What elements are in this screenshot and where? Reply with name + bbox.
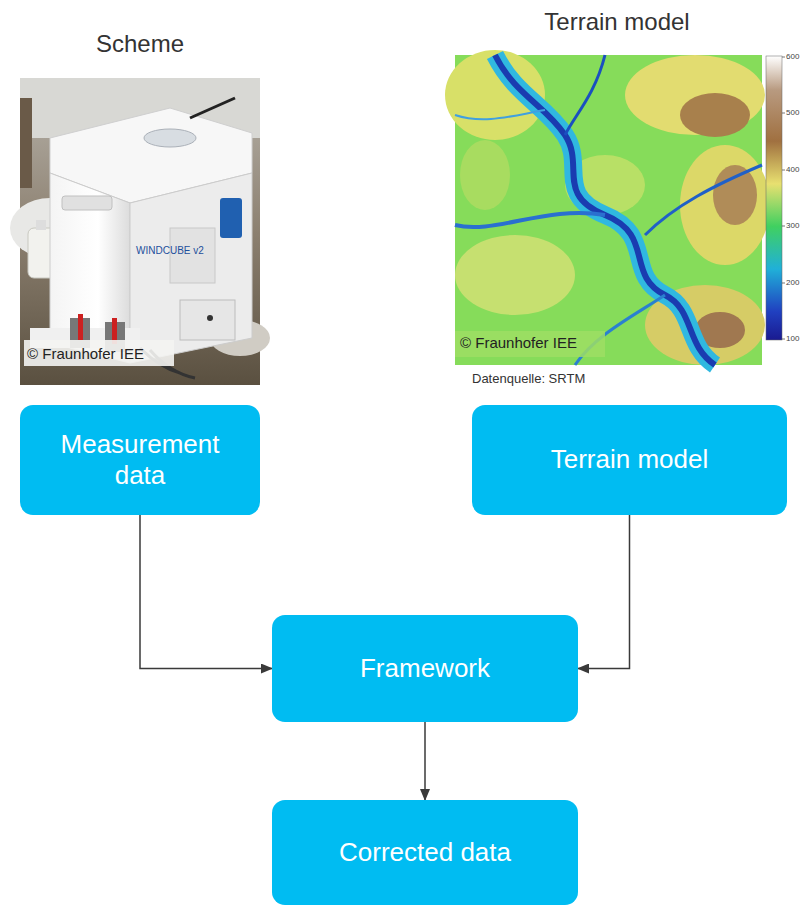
flow-arrow: [578, 515, 630, 669]
box-text: Corrected data: [339, 837, 511, 868]
colorbar-tick: 100: [786, 334, 799, 343]
copyright-note: © Fraunhofer IEE: [27, 345, 144, 362]
colorbar-ticks: [782, 57, 785, 339]
colorbar-tick: 400: [786, 165, 799, 174]
process-box: Framework: [272, 615, 578, 722]
process-box: Measurement data: [20, 405, 260, 515]
process-box: Terrain model: [472, 405, 787, 515]
flow-arrow: [424, 722, 426, 800]
image-title: Terrain model: [544, 8, 689, 36]
box-text: Terrain model: [551, 444, 709, 475]
colorbar-tick: 500: [786, 108, 799, 117]
process-box: Corrected data: [272, 800, 578, 905]
colorbar: [766, 56, 782, 340]
flow-arrow: [140, 515, 272, 669]
device-brand: WINDCUBE v2: [136, 245, 204, 257]
box-text: Framework: [360, 653, 490, 684]
terrain-map: [445, 50, 770, 365]
colorbar-tick: 600: [786, 52, 799, 61]
data-source-note: Datenquelle: SRTM: [472, 372, 585, 387]
colorbar-tick: 200: [786, 278, 799, 287]
box-text: Measurement data: [50, 429, 230, 491]
colorbar-tick: 300: [786, 221, 799, 230]
lidar-photo: [10, 78, 270, 385]
image-title: Scheme: [96, 30, 184, 58]
copyright-note: © Fraunhofer IEE: [460, 334, 577, 351]
